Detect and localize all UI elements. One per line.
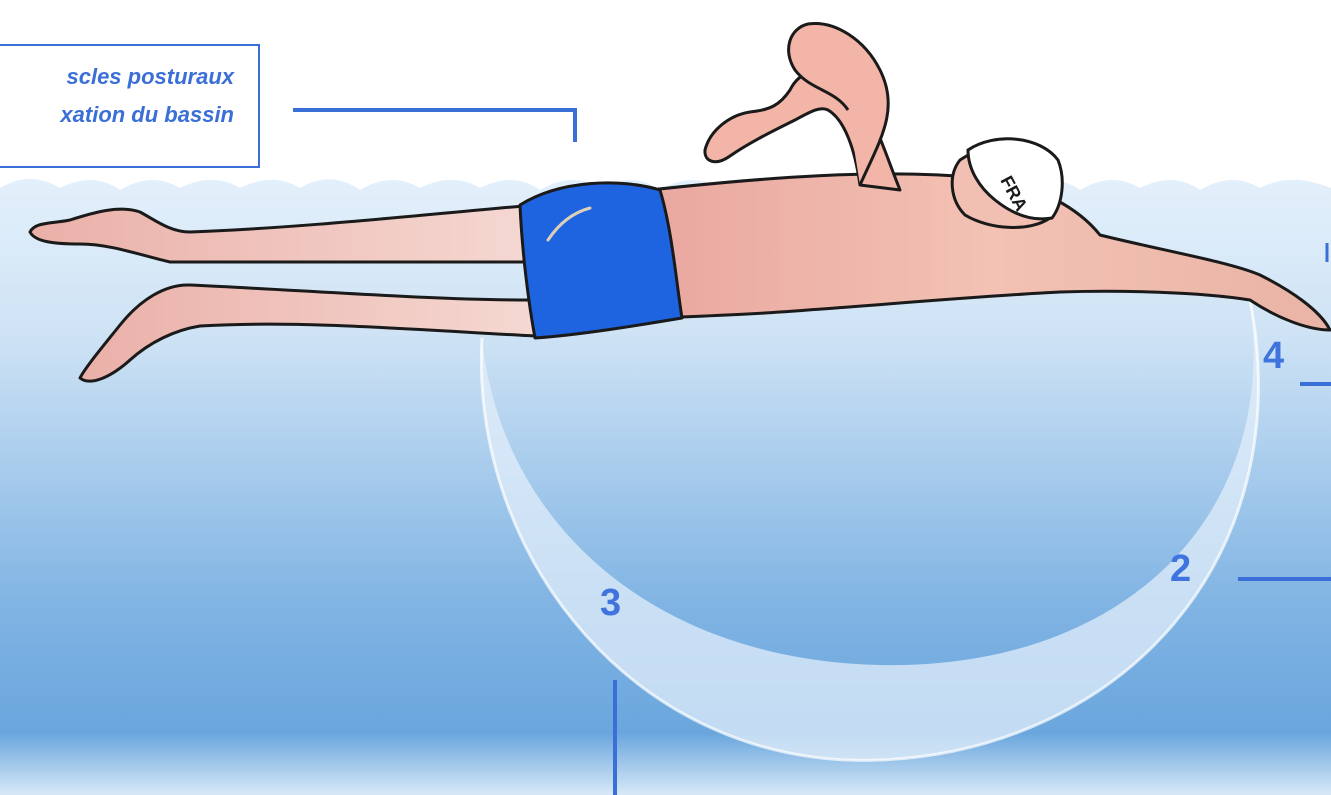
marker-4-label: 4 [1263,335,1284,378]
swimsuit [520,183,682,338]
marker-3-label: 3 [600,582,621,625]
callout-line-1: scles posturaux [66,64,234,90]
callout-line-2: xation du bassin [60,102,234,128]
callout-connector [293,110,575,142]
marker-2-label: 2 [1170,548,1191,591]
callout-box: scles posturaux xation du bassin [0,44,260,168]
